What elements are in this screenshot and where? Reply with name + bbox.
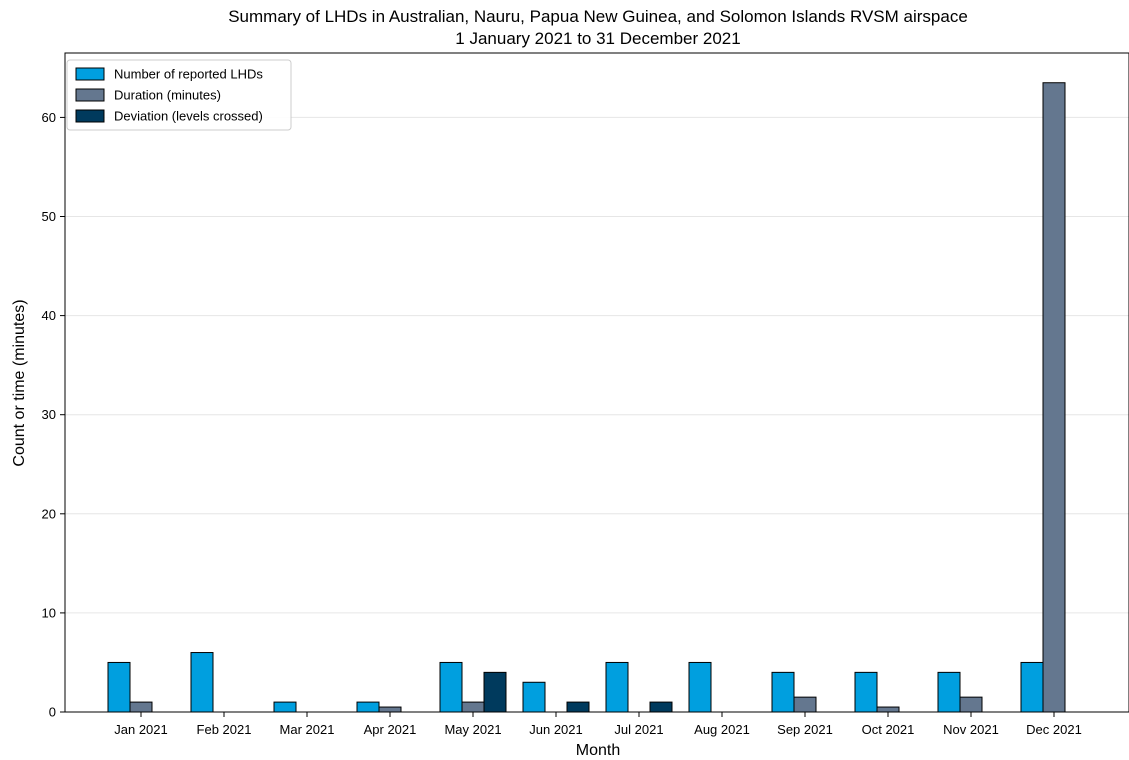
bar-duration-sep-2021 xyxy=(793,696,817,713)
plot-frame xyxy=(64,52,1129,713)
bar-lhd-count-jan-2021 xyxy=(107,661,131,713)
x-tick-label: Jan 2021 xyxy=(114,722,168,737)
bar-lhd-count-dec-2021 xyxy=(1020,661,1044,713)
bar-lhd-count-jul-2021 xyxy=(605,661,629,713)
legend-swatch xyxy=(75,109,105,123)
x-axis-ticks: Jan 2021 Feb 2021 Mar 2021 Apr 2021 May 2021… xyxy=(114,712,1082,737)
y-tick-label: 40 xyxy=(42,308,56,323)
bar-duration-may-2021 xyxy=(461,701,485,713)
x-axis-label: Month xyxy=(576,742,620,759)
legend-entry: Duration (minutes) xyxy=(114,88,221,103)
x-tick-label: Mar 2021 xyxy=(280,722,335,737)
y-tick-label: 30 xyxy=(42,407,56,422)
bar-lhd-count-apr-2021 xyxy=(356,701,380,713)
bar-deviation-jul-2021 xyxy=(649,701,673,713)
legend-swatch xyxy=(75,88,105,102)
legend-entry: Deviation (levels crossed) xyxy=(114,109,263,124)
bar-duration-apr-2021 xyxy=(378,706,402,713)
y-axis-label: Count or time (minutes) xyxy=(11,299,28,466)
bar-duration-nov-2021 xyxy=(959,696,983,713)
bar-lhd-count-sep-2021 xyxy=(771,671,795,713)
y-tick-label: 10 xyxy=(42,605,56,620)
y-axis-ticks: 0 10 20 30 40 50 60 xyxy=(42,110,65,720)
bar-lhd-count-aug-2021 xyxy=(688,661,712,713)
bar-lhd-count-may-2021 xyxy=(439,661,463,713)
x-tick-label: Oct 2021 xyxy=(862,722,915,737)
y-tick-label: 20 xyxy=(42,506,56,521)
x-tick-label: Jul 2021 xyxy=(614,722,663,737)
bar-lhd-count-feb-2021 xyxy=(190,652,214,713)
bar-deviation-jun-2021 xyxy=(566,701,590,713)
x-tick-label: Apr 2021 xyxy=(364,722,417,737)
chart-title: Summary of LHDs in Australian, Nauru, Pa… xyxy=(228,7,968,26)
x-tick-label: Jun 2021 xyxy=(529,722,583,737)
bar-lhd-count-oct-2021 xyxy=(854,671,878,713)
bar-duration-dec-2021 xyxy=(1042,82,1066,713)
bar-duration-jan-2021 xyxy=(129,701,153,713)
y-tick-label: 60 xyxy=(42,110,56,125)
bar-lhd-count-jun-2021 xyxy=(522,681,546,713)
legend-frame xyxy=(66,59,292,131)
legend-swatch xyxy=(75,67,105,81)
x-tick-label: May 2021 xyxy=(444,722,501,737)
bars xyxy=(107,82,1066,713)
y-tick-label: 50 xyxy=(42,209,56,224)
x-tick-label: Sep 2021 xyxy=(777,722,833,737)
legend-entry: Number of reported LHDs xyxy=(114,67,263,82)
x-tick-label: Aug 2021 xyxy=(694,722,750,737)
y-tick-label: 0 xyxy=(49,705,56,720)
chart-subtitle: 1 January 2021 to 31 December 2021 xyxy=(455,29,740,48)
gridlines xyxy=(65,116,1129,614)
x-tick-label: Nov 2021 xyxy=(943,722,999,737)
bar-lhd-count-mar-2021 xyxy=(273,701,297,713)
bar-lhd-count-nov-2021 xyxy=(937,671,961,713)
x-tick-label: Feb 2021 xyxy=(197,722,252,737)
bar-deviation-may-2021 xyxy=(483,671,507,713)
bar-duration-oct-2021 xyxy=(876,706,900,713)
x-tick-label: Dec 2021 xyxy=(1026,722,1082,737)
